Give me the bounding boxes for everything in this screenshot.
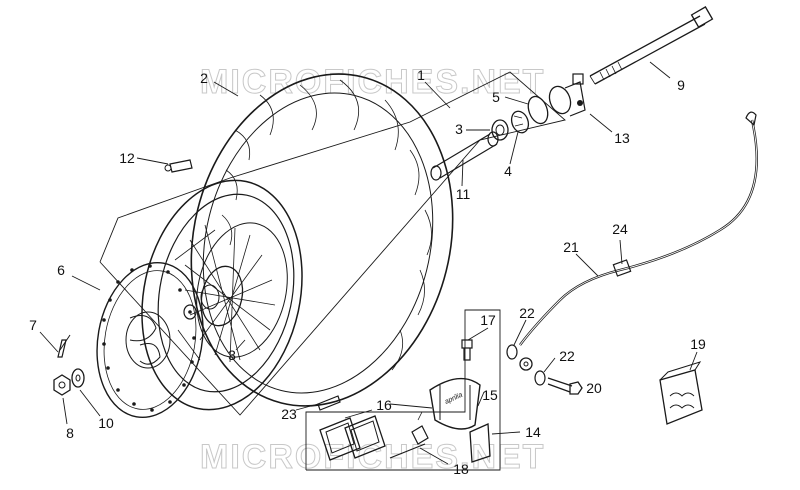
brake-pads (319, 415, 386, 461)
tire (190, 73, 454, 407)
callout-18: 18 (453, 461, 469, 477)
caliper-bolt (317, 395, 341, 411)
o-ring (527, 95, 549, 125)
callout-11: 11 (456, 186, 471, 202)
callout-9: 9 (677, 77, 685, 93)
speedometer-drive (548, 73, 586, 117)
caliper-group-box (305, 309, 501, 471)
washer (71, 368, 85, 388)
pad-spring (469, 423, 491, 463)
callout-3-top: 3 (455, 121, 463, 137)
spacer-tube (430, 131, 499, 181)
callout-14: 14 (525, 424, 541, 440)
callout-labels: 1 2 3 3 4 5 6 7 8 9 10 11 12 13 14 15 16… (29, 67, 706, 477)
banjo-fitting (519, 357, 533, 371)
callout-10: 10 (98, 415, 114, 431)
callout-20: 20 (586, 380, 602, 396)
seal-ring (510, 110, 530, 134)
callout-3-bottom: 3 (228, 347, 236, 363)
brake-disc (96, 261, 204, 419)
callout-8: 8 (66, 425, 74, 441)
banjo-bolt (547, 377, 583, 395)
bearing (491, 119, 509, 141)
bleed-screw (461, 339, 473, 361)
disc-bolt (57, 334, 71, 358)
callout-22-bottom: 22 (559, 348, 575, 364)
callout-23: 23 (281, 406, 297, 422)
callout-15: 15 (482, 387, 498, 403)
copper-washer-upper (506, 344, 518, 360)
brake-caliper: aprilia (429, 377, 481, 430)
callout-6: 6 (57, 262, 65, 278)
callout-24: 24 (612, 221, 628, 237)
pad-pin (389, 411, 429, 459)
brake-hose (519, 111, 758, 346)
callout-19: 19 (690, 336, 706, 352)
callout-7: 7 (29, 317, 37, 333)
callout-13: 13 (614, 130, 630, 146)
caliper-brand-mark: aprilia (444, 392, 464, 406)
callout-1: 1 (417, 67, 425, 83)
callout-4: 4 (504, 163, 512, 179)
leader-lines (39, 61, 698, 465)
callout-2: 2 (200, 70, 208, 86)
callout-16: 16 (376, 397, 392, 413)
callout-21: 21 (563, 239, 579, 255)
assembly-guide-box (99, 71, 566, 416)
watermark-top: MICROFICHES.NET (200, 63, 545, 101)
bleed-bolt (164, 159, 193, 173)
product-box (659, 361, 703, 425)
wheel-rim (141, 179, 303, 411)
axle-nut (53, 374, 71, 396)
copper-washer-lower (534, 370, 546, 386)
callout-12: 12 (119, 150, 135, 166)
axle-shaft (589, 6, 714, 85)
callout-17: 17 (480, 312, 496, 328)
callout-22-top: 22 (519, 305, 535, 321)
callout-5: 5 (492, 89, 500, 105)
